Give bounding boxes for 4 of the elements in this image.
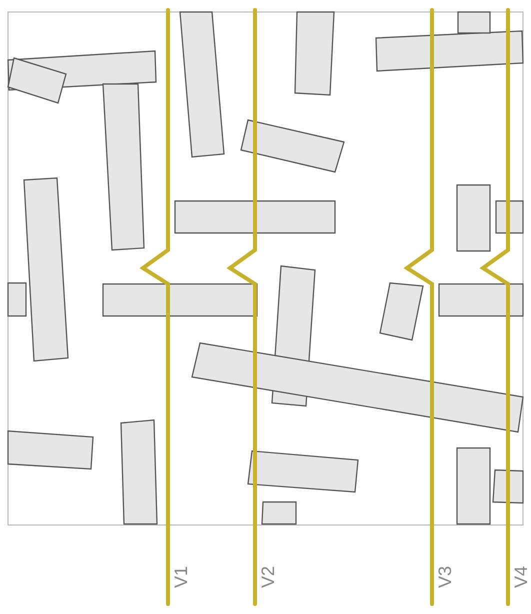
section-label: V1 xyxy=(172,566,190,588)
section-label: V4 xyxy=(512,566,530,588)
section-label: V3 xyxy=(436,566,454,588)
section-label: V2 xyxy=(259,566,277,588)
